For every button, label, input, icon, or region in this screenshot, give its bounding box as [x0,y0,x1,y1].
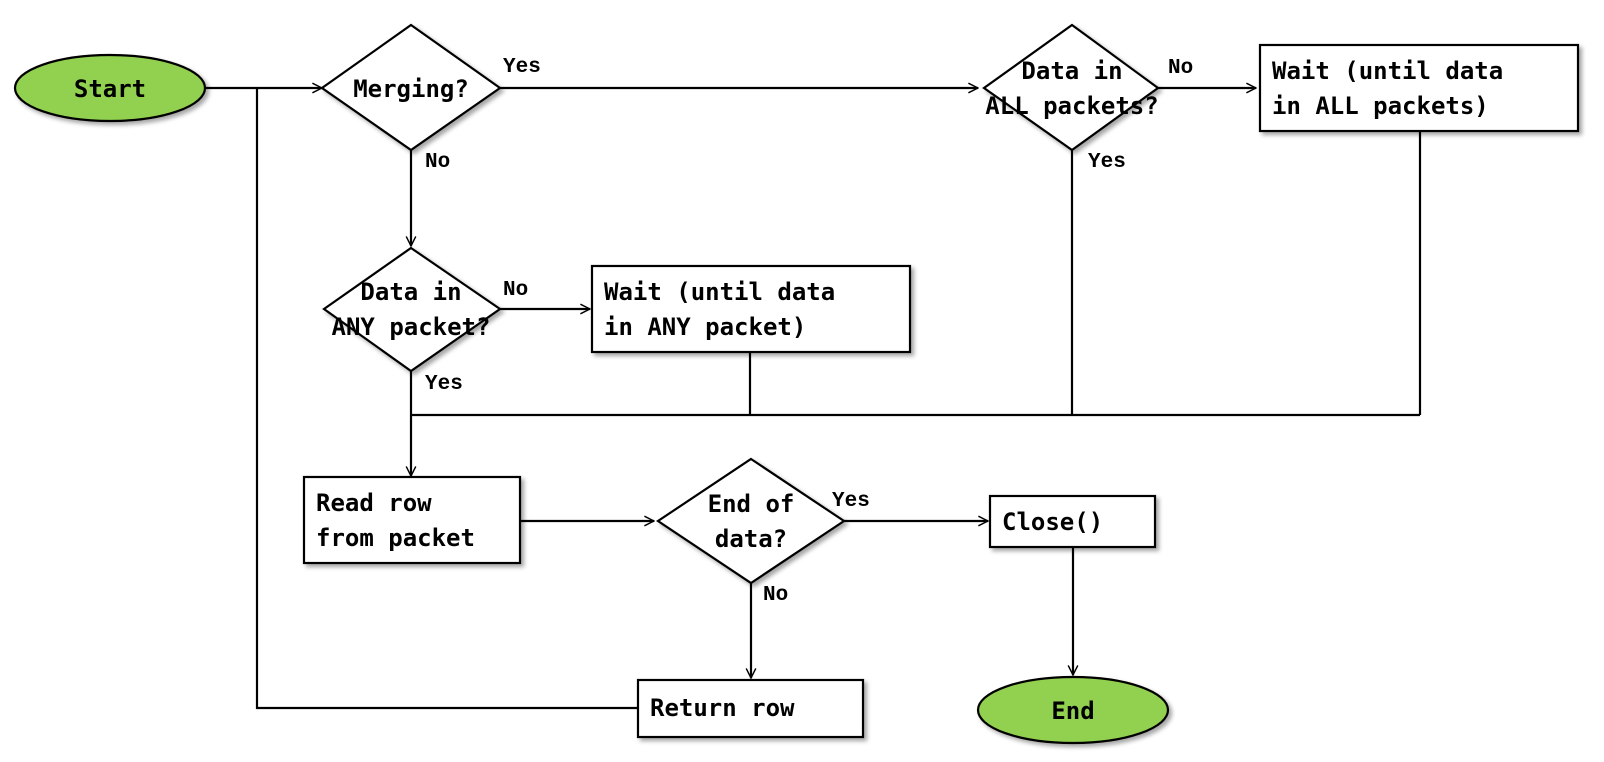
process-wait-any: Wait (until data in ANY packet) [590,264,912,354]
terminal-end: End [976,675,1170,745]
process-wait-all-line-1: Wait (until data [1272,57,1503,85]
process-return-row: Return row [636,678,865,739]
edge-label-merging-yes: Yes [503,56,541,79]
terminal-start-label: Start [74,75,146,103]
edge-return-loop [255,88,638,710]
decision-any-line-2: ANY packet? [332,313,491,341]
decision-merging-line-1: Merging? [353,75,469,103]
terminal-start: Start [13,53,207,123]
process-read-row-line-1: Read row [316,489,432,517]
edge-labels: Yes No No Yes No Yes Yes No [425,56,1193,607]
connectors [205,88,1422,710]
decision-any-packet: Data in ANY packet? [322,246,502,373]
process-read-row-line-2: from packet [316,524,475,552]
edge-label-merging-no: No [425,151,450,174]
decision-end-of-data: End of data? [656,457,846,585]
edge-label-end-yes: Yes [832,490,870,513]
process-wait-all-line-2: in ALL packets) [1272,92,1489,120]
process-wait-any-line-1: Wait (until data [604,278,835,306]
process-close: Close() [988,494,1157,549]
terminal-end-label: End [1051,697,1094,725]
decision-end-line-1: End of [708,490,795,518]
decision-all-line-2: ALL packets? [985,92,1158,120]
process-wait-all: Wait (until data in ALL packets) [1258,43,1580,133]
process-wait-any-line-2: in ANY packet) [604,313,806,341]
decision-merging: Merging? [320,23,502,152]
process-read-row: Read row from packet [302,475,522,565]
edge-label-all-yes: Yes [1088,151,1126,174]
edge-label-any-yes: Yes [425,373,463,396]
decision-all-packets: Data in ALL packets? [982,23,1160,152]
decision-all-line-1: Data in [1021,57,1122,85]
process-return-row-line-1: Return row [650,694,795,722]
edge-label-all-no: No [1168,57,1193,80]
decision-any-line-1: Data in [360,278,461,306]
process-close-line-1: Close() [1002,508,1103,536]
decision-end-line-2: data? [715,525,787,553]
edge-label-end-no: No [763,584,788,607]
edge-label-any-no: No [503,279,528,302]
